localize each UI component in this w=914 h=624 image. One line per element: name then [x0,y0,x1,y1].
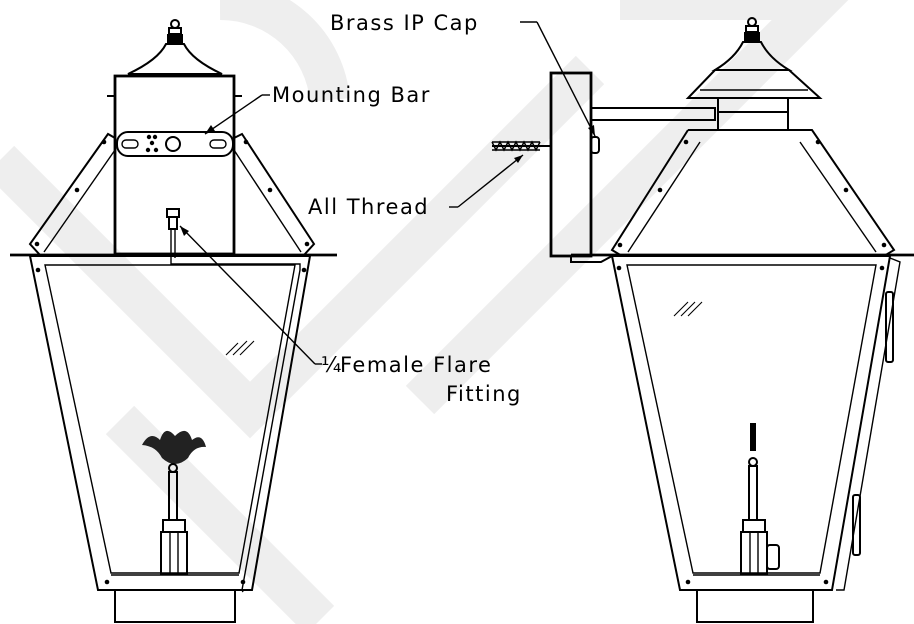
glass-mark-left [225,340,255,356]
burner-right [740,423,780,575]
brass-ip-cap-part [590,136,600,154]
label-flare-line1: Female Flare [340,353,492,377]
leader-mounting-bar [204,94,270,135]
label-mounting-bar: Mounting Bar [272,83,431,107]
label-all-thread: All Thread [308,195,429,219]
leader-brass-ip-cap [520,21,596,137]
label-flare-line2: Fitting [446,382,522,406]
mounting-bar-part [116,131,234,157]
mounting-box [113,74,236,256]
flare-fitting-left [166,208,301,593]
roof-frame-right [610,129,896,257]
body-frame-left [28,255,312,623]
all-thread-rod [491,140,551,152]
side-view-lantern [491,17,914,623]
roof-frame-left [28,132,316,256]
leader-flare-fitting [179,225,322,365]
burner-left [142,430,206,575]
glass-mark-right [673,301,703,317]
leader-all-thread [449,154,524,208]
label-flare-fraction: ¼ [321,353,343,377]
watermark [0,0,849,624]
label-brass-ip-cap: Brass IP Cap [330,11,479,35]
front-view-lantern [10,19,337,623]
finial-left [127,19,223,75]
